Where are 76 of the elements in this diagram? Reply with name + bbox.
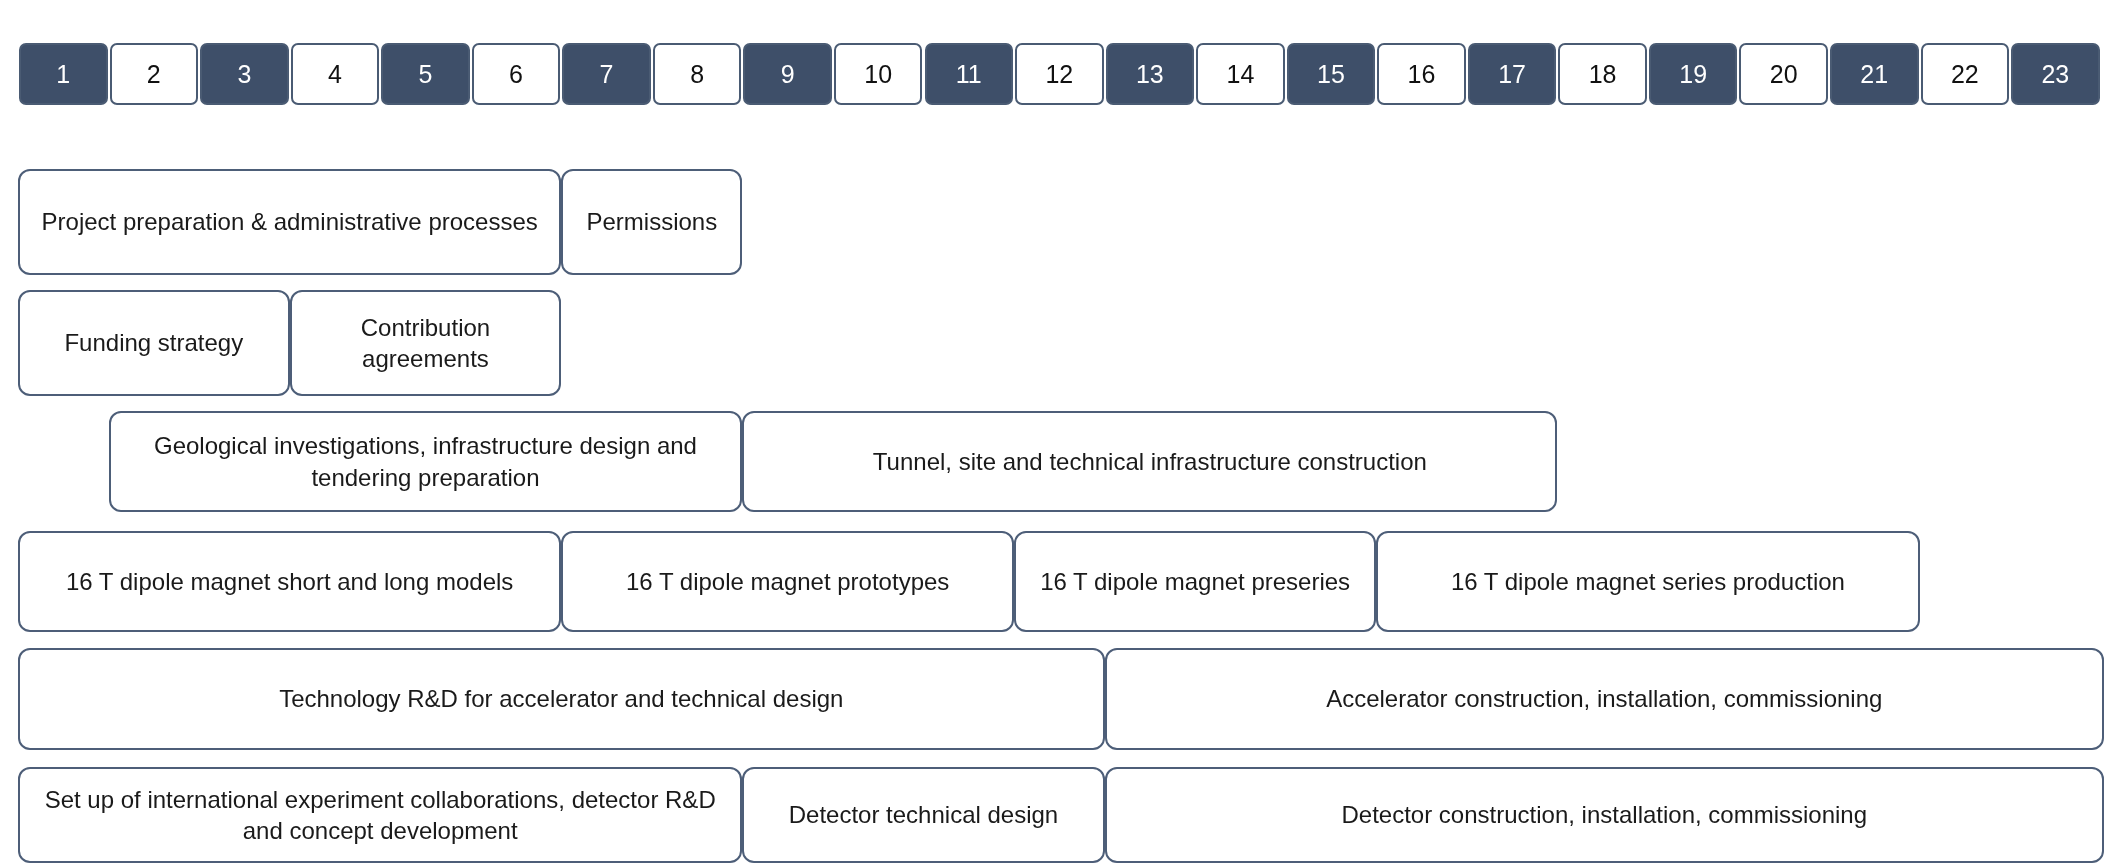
phase-bar — [1104, 767, 2104, 863]
year-number: 14 — [1226, 59, 1255, 89]
phase-bar — [289, 290, 562, 396]
phase-label: Funding strategy — [64, 328, 244, 359]
year-number: 13 — [1135, 59, 1164, 89]
year-number: 17 — [1498, 59, 1526, 89]
year-number: 8 — [690, 59, 705, 89]
phase-label: 16 T dipole magnet prototypes — [626, 566, 950, 597]
phase-bar — [742, 411, 1558, 512]
year-cell — [19, 43, 108, 105]
year-number: 12 — [1045, 59, 1074, 89]
year-cell — [1196, 43, 1285, 105]
year-number: 6 — [509, 59, 523, 89]
year-cell — [1286, 43, 1376, 105]
phase-bar — [18, 767, 743, 863]
year-number: 4 — [327, 59, 342, 89]
year-number: 16 — [1407, 59, 1436, 89]
year-cell — [1739, 43, 1828, 105]
year-cell — [1105, 43, 1195, 105]
year-cell — [200, 43, 289, 105]
year-cell — [1015, 43, 1104, 105]
phase-label: 16 T dipole magnet preseries — [1040, 566, 1351, 597]
year-number: 3 — [237, 59, 252, 89]
year-number: 21 — [1860, 59, 1889, 89]
year-number: 19 — [1679, 59, 1708, 89]
year-number: 10 — [864, 59, 893, 89]
year-number: 9 — [780, 59, 795, 89]
phase-label: 16 T dipole magnet short and long models — [65, 566, 514, 597]
year-number: 18 — [1588, 59, 1617, 89]
year-cell — [562, 43, 651, 105]
year-number: 20 — [1769, 59, 1798, 89]
phase-bar — [18, 169, 562, 275]
year-number: 15 — [1317, 59, 1345, 89]
year-cell — [833, 43, 923, 105]
year-cell — [1830, 43, 1919, 105]
year-cell — [381, 43, 470, 105]
year-cell — [2011, 43, 2100, 105]
phase-label: Tunnel, site and technical infrastructure construction — [872, 446, 1427, 477]
phase-label: Technology R&D for accelerator and technical design — [279, 684, 844, 715]
phase-label: Detector construction, installation, commissioning — [1341, 800, 1868, 831]
phase-label: 16 T dipole magnet series production — [1450, 566, 1845, 597]
year-number: 22 — [1950, 59, 1979, 89]
phase-bar — [1104, 648, 2104, 750]
year-number: 7 — [599, 59, 614, 89]
phase-label: Detector technical design — [788, 800, 1059, 831]
phase-bar — [742, 767, 1105, 863]
phase-label: Geological investigations, infrastructure design and tendering preparation — [152, 431, 698, 493]
year-cell — [1558, 43, 1647, 105]
year-cell — [109, 43, 199, 105]
year-number: 5 — [418, 59, 433, 89]
phase-bar — [561, 169, 743, 275]
year-number: 23 — [2041, 59, 2070, 89]
phase-label: Set up of international experiment collaborations, detector R&D and concept development — [43, 784, 717, 846]
year-number: 11 — [955, 59, 982, 89]
phase-bar — [561, 531, 1015, 632]
year-cell — [652, 43, 742, 105]
year-number: 1 — [56, 59, 71, 89]
phase-bar — [1014, 531, 1377, 632]
phase-bar — [108, 411, 743, 512]
phase-bar — [1376, 531, 1920, 632]
phase-bar — [18, 648, 1105, 750]
year-cell — [924, 43, 1014, 105]
year-cell — [743, 43, 832, 105]
year-cell — [1920, 43, 2010, 105]
phase-label: Accelerator construction, installation, commissioning — [1326, 684, 1883, 715]
phase-bar — [18, 290, 290, 396]
year-number: 2 — [146, 59, 161, 89]
phase-label: Permissions — [586, 207, 718, 238]
year-cell — [1648, 43, 1738, 105]
year-cell — [471, 43, 561, 105]
phase-label: Project preparation & administrative processes — [41, 207, 538, 238]
year-cell — [1377, 43, 1466, 105]
year-cell — [1467, 43, 1557, 105]
phase-label: Contribution agreements — [359, 312, 492, 374]
year-cell — [290, 43, 380, 105]
phase-bar — [18, 531, 562, 632]
